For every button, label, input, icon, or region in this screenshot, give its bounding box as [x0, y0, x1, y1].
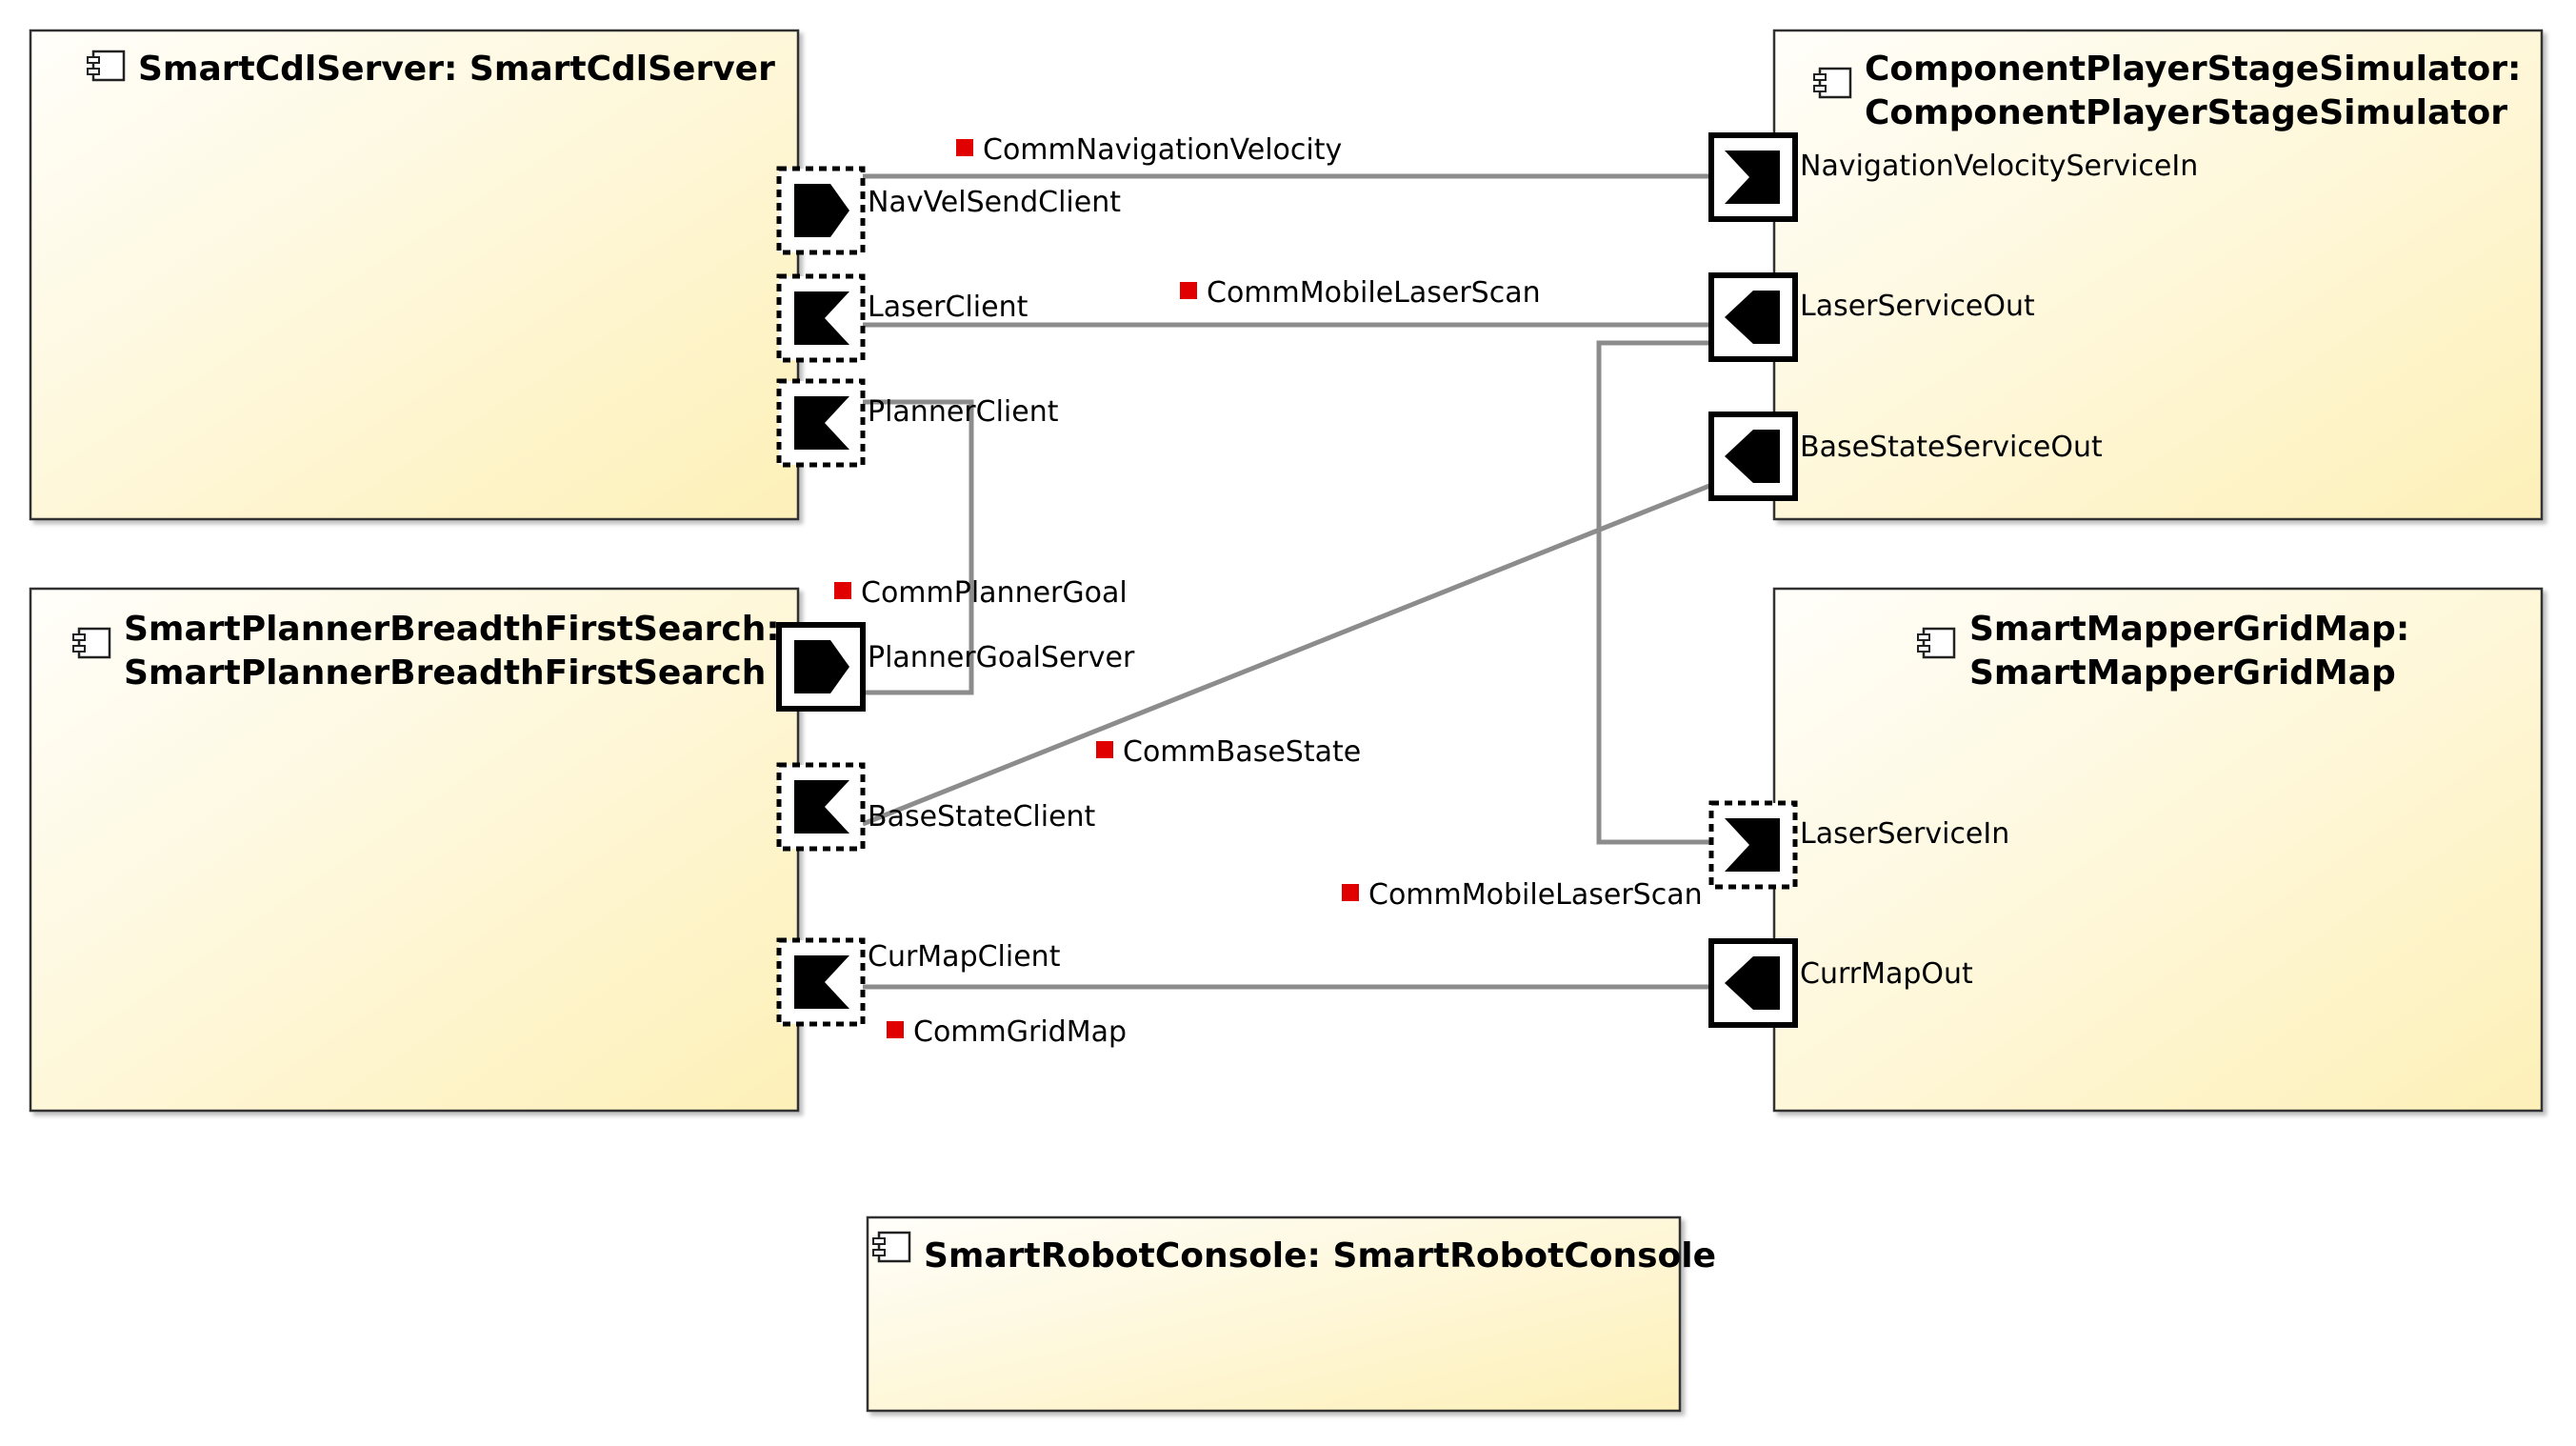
component-title: ComponentPlayerStageSimulator: — [1865, 50, 2521, 89]
port-label-planner-goal-server: PlannerGoalServer — [868, 641, 1135, 674]
port-curr-map-out[interactable] — [1708, 938, 1798, 1028]
connection-label-text: CommBaseState — [1123, 735, 1361, 769]
port-laser-service-out[interactable] — [1708, 272, 1798, 362]
connection-label-mobile-laser-scan: CommMobileLaserScan — [1180, 276, 1541, 310]
port-cur-map-client[interactable] — [776, 937, 866, 1027]
port-label-cur-map-client: CurMapClient — [868, 940, 1061, 974]
wire-base-state[interactable] — [862, 483, 1710, 827]
connection-label-text: CommPlannerGoal — [861, 576, 1128, 610]
port-laser-client[interactable] — [776, 273, 866, 363]
connection-label-planner-goal: CommPlannerGoal — [834, 576, 1128, 610]
component-title-line2: ComponentPlayerStageSimulator — [1865, 93, 2507, 132]
component-smartrobotconsole[interactable]: SmartRobotConsole: SmartRobotConsole — [866, 1215, 1716, 1413]
port-base-state-service-out[interactable] — [1708, 412, 1798, 501]
connectors — [862, 173, 1710, 990]
component-smartmappergridmap[interactable]: SmartMapperGridMap: SmartMapperGridMap — [1772, 587, 2544, 1113]
port-label-navvel-send-client: NavVelSendClient — [868, 186, 1121, 219]
port-label-laser-service-in: LaserServiceIn — [1800, 817, 2009, 851]
connection-label-text: CommMobileLaserScan — [1368, 878, 1703, 912]
port-planner-client[interactable] — [776, 378, 866, 468]
connector-marker — [1342, 884, 1359, 901]
component-icon — [872, 1231, 911, 1263]
connector-marker — [1096, 741, 1113, 758]
connection-label-grid-map: CommGridMap — [887, 1015, 1127, 1049]
connector-marker — [1180, 282, 1197, 299]
wire-mobile-laser-scan-mapper[interactable] — [1596, 340, 1709, 845]
port-label-base-state-service-out: BaseStateServiceOut — [1800, 431, 2103, 464]
connector-marker — [956, 139, 973, 156]
component-smartcdlserver[interactable]: SmartCdlServer: SmartCdlServer — [29, 29, 800, 521]
port-label-planner-client: PlannerClient — [868, 395, 1059, 429]
component-componentplayerstagesimulator[interactable]: ComponentPlayerStageSimulator: Component… — [1772, 29, 2544, 521]
port-label-laser-service-out: LaserServiceOut — [1800, 290, 2035, 323]
component-icon — [87, 50, 126, 82]
connection-label-mobile-laser-scan-mapper: CommMobileLaserScan — [1342, 878, 1703, 912]
component-icon — [1813, 67, 1852, 99]
component-title: SmartCdlServer: SmartCdlServer — [138, 50, 775, 89]
component-title: SmartRobotConsole: SmartRobotConsole — [924, 1236, 1716, 1275]
port-label-navigation-velocity-service-in: NavigationVelocityServiceIn — [1800, 150, 2198, 183]
connection-label-base-state: CommBaseState — [1096, 735, 1361, 769]
component-title: SmartPlannerBreadthFirstSearch: — [124, 610, 780, 649]
connector-marker — [834, 582, 851, 599]
port-laser-service-in[interactable] — [1708, 800, 1798, 890]
wire-planner-goal[interactable] — [863, 399, 974, 695]
component-title-line2: SmartPlannerBreadthFirstSearch — [124, 653, 766, 693]
port-base-state-client[interactable] — [776, 762, 866, 852]
component-icon — [1917, 627, 1956, 659]
component-smartplannerbreadthfirstsearch[interactable]: SmartPlannerBreadthFirstSearch: SmartPla… — [29, 587, 800, 1113]
port-navigation-velocity-service-in[interactable] — [1708, 132, 1798, 222]
component-title: SmartMapperGridMap: — [1969, 610, 2409, 649]
connection-label-navigation-velocity: CommNavigationVelocity — [956, 133, 1342, 167]
connector-marker — [887, 1021, 904, 1038]
port-navvel-send-client[interactable] — [776, 166, 866, 255]
port-label-base-state-client: BaseStateClient — [868, 800, 1096, 833]
connection-label-text: CommMobileLaserScan — [1207, 276, 1541, 310]
component-icon — [72, 627, 111, 659]
port-planner-goal-server[interactable] — [776, 622, 866, 712]
port-label-laser-client: LaserClient — [868, 291, 1028, 324]
component-title-line2: SmartMapperGridMap — [1969, 653, 2396, 693]
connection-label-text: CommGridMap — [913, 1015, 1127, 1049]
connection-label-text: CommNavigationVelocity — [983, 133, 1342, 167]
port-label-curr-map-out: CurrMapOut — [1800, 957, 1973, 991]
